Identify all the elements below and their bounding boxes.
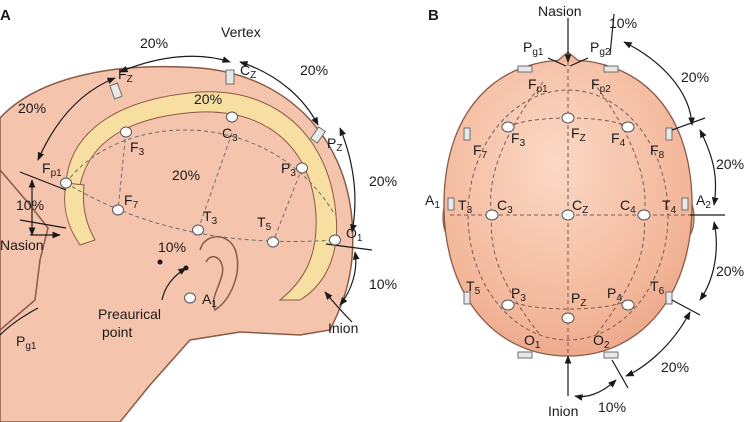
pct-a-7: 10% — [16, 197, 44, 213]
label-a2: A2 — [696, 192, 711, 211]
pct-b-4: 20% — [716, 263, 744, 279]
preauricular-label-2: point — [102, 324, 132, 340]
panel-b-label: B — [428, 7, 439, 24]
inion-label-a: Inion — [328, 320, 358, 336]
ear — [199, 236, 239, 312]
pct-a-3: 20% — [18, 100, 46, 116]
preauricular-label-1: Preaurical — [98, 306, 161, 322]
nasion-label-b: Nasion — [538, 3, 582, 19]
nasion-label-a: Nasion — [0, 237, 44, 253]
pct-b-1: 10% — [609, 15, 637, 31]
pct-a-4: 20% — [194, 91, 222, 107]
panel-a-label: A — [0, 7, 11, 24]
pct-a-5: 20% — [172, 167, 200, 183]
pct-a-9: 10% — [369, 276, 397, 292]
label-a1-b: A1 — [425, 192, 440, 211]
label-pg1-b: Pg1 — [523, 39, 544, 58]
pct-b-3: 20% — [716, 156, 744, 172]
label-pg2: Pg2 — [590, 39, 611, 58]
panel-b: B — [425, 3, 744, 419]
pct-a-8: 10% — [158, 239, 186, 255]
face-profile — [0, 169, 49, 331]
pct-b-5: 20% — [661, 359, 689, 375]
pct-b-6: 10% — [598, 399, 626, 415]
skull-band-front — [64, 182, 96, 246]
pct-b-2: 20% — [681, 69, 709, 85]
vertex-label: Vertex — [221, 24, 261, 40]
panel-a: A Vertex Nasion Inion Preaurical point F… — [0, 7, 397, 422]
pct-a-6: 20% — [369, 173, 397, 189]
inion-label-b: Inion — [548, 403, 578, 419]
pct-a-2: 20% — [300, 62, 328, 78]
pct-a-1: 20% — [140, 35, 168, 51]
skull-band — [65, 91, 338, 301]
